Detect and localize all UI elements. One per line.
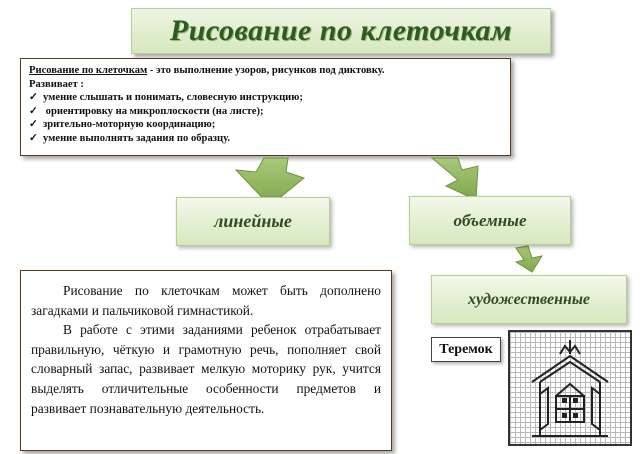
develops-label: Развивает : xyxy=(29,78,84,90)
teremok-drawing xyxy=(531,340,609,437)
arrow-down-icon xyxy=(514,245,544,273)
develops-item: ✓ зрительно-моторную координацию; xyxy=(29,118,502,132)
definition-line: Рисование по клеточкам - это выполнение … xyxy=(29,64,502,78)
develops-item-text: умение слышать и понимать, словесную инс… xyxy=(43,92,303,104)
develops-item: ✓ умение слышать и понимать, словесную ин… xyxy=(29,91,502,105)
description-box: Рисование по клеточкам - это выполнение … xyxy=(20,58,511,156)
category-artistic: художественные xyxy=(431,275,627,324)
category-linear: линейные xyxy=(176,197,330,246)
check-icon: ✓ xyxy=(29,105,38,117)
develops-item-text: умение выполнять задания по образцу. xyxy=(43,132,230,144)
arrow-down-icon xyxy=(430,157,479,201)
develops-item: ✓ ориентировку на микроплоскости (на лис… xyxy=(29,105,502,119)
develops-item-text: ориентировку на микроплоскости (на листе… xyxy=(43,105,264,117)
title-banner: Рисование по клеточкам xyxy=(131,8,551,54)
body-text-box: Рисование по клеточкам может быть дополн… xyxy=(20,270,392,451)
definition-text: - это выполнение узоров, рисунков под ди… xyxy=(147,65,385,76)
body-paragraph: Рисование по клеточкам может быть дополн… xyxy=(31,283,381,318)
example-grid-drawing xyxy=(508,330,632,446)
develops-item-text: зрительно-моторную координацию; xyxy=(43,119,216,131)
check-icon: ✓ xyxy=(29,92,38,104)
body-paragraph: В работе с этими заданиями ребенок отраб… xyxy=(31,322,381,416)
page-title: Рисование по клеточкам xyxy=(169,14,513,47)
arrow-down-icon xyxy=(234,157,306,207)
develops-item: ✓ умение выполнять задания по образцу. xyxy=(29,132,502,146)
check-icon: ✓ xyxy=(29,132,38,144)
check-icon: ✓ xyxy=(29,119,38,131)
definition-term: Рисование по клеточкам xyxy=(29,65,148,76)
category-volume: объемные xyxy=(409,196,571,245)
example-label: Теремок xyxy=(431,337,501,362)
